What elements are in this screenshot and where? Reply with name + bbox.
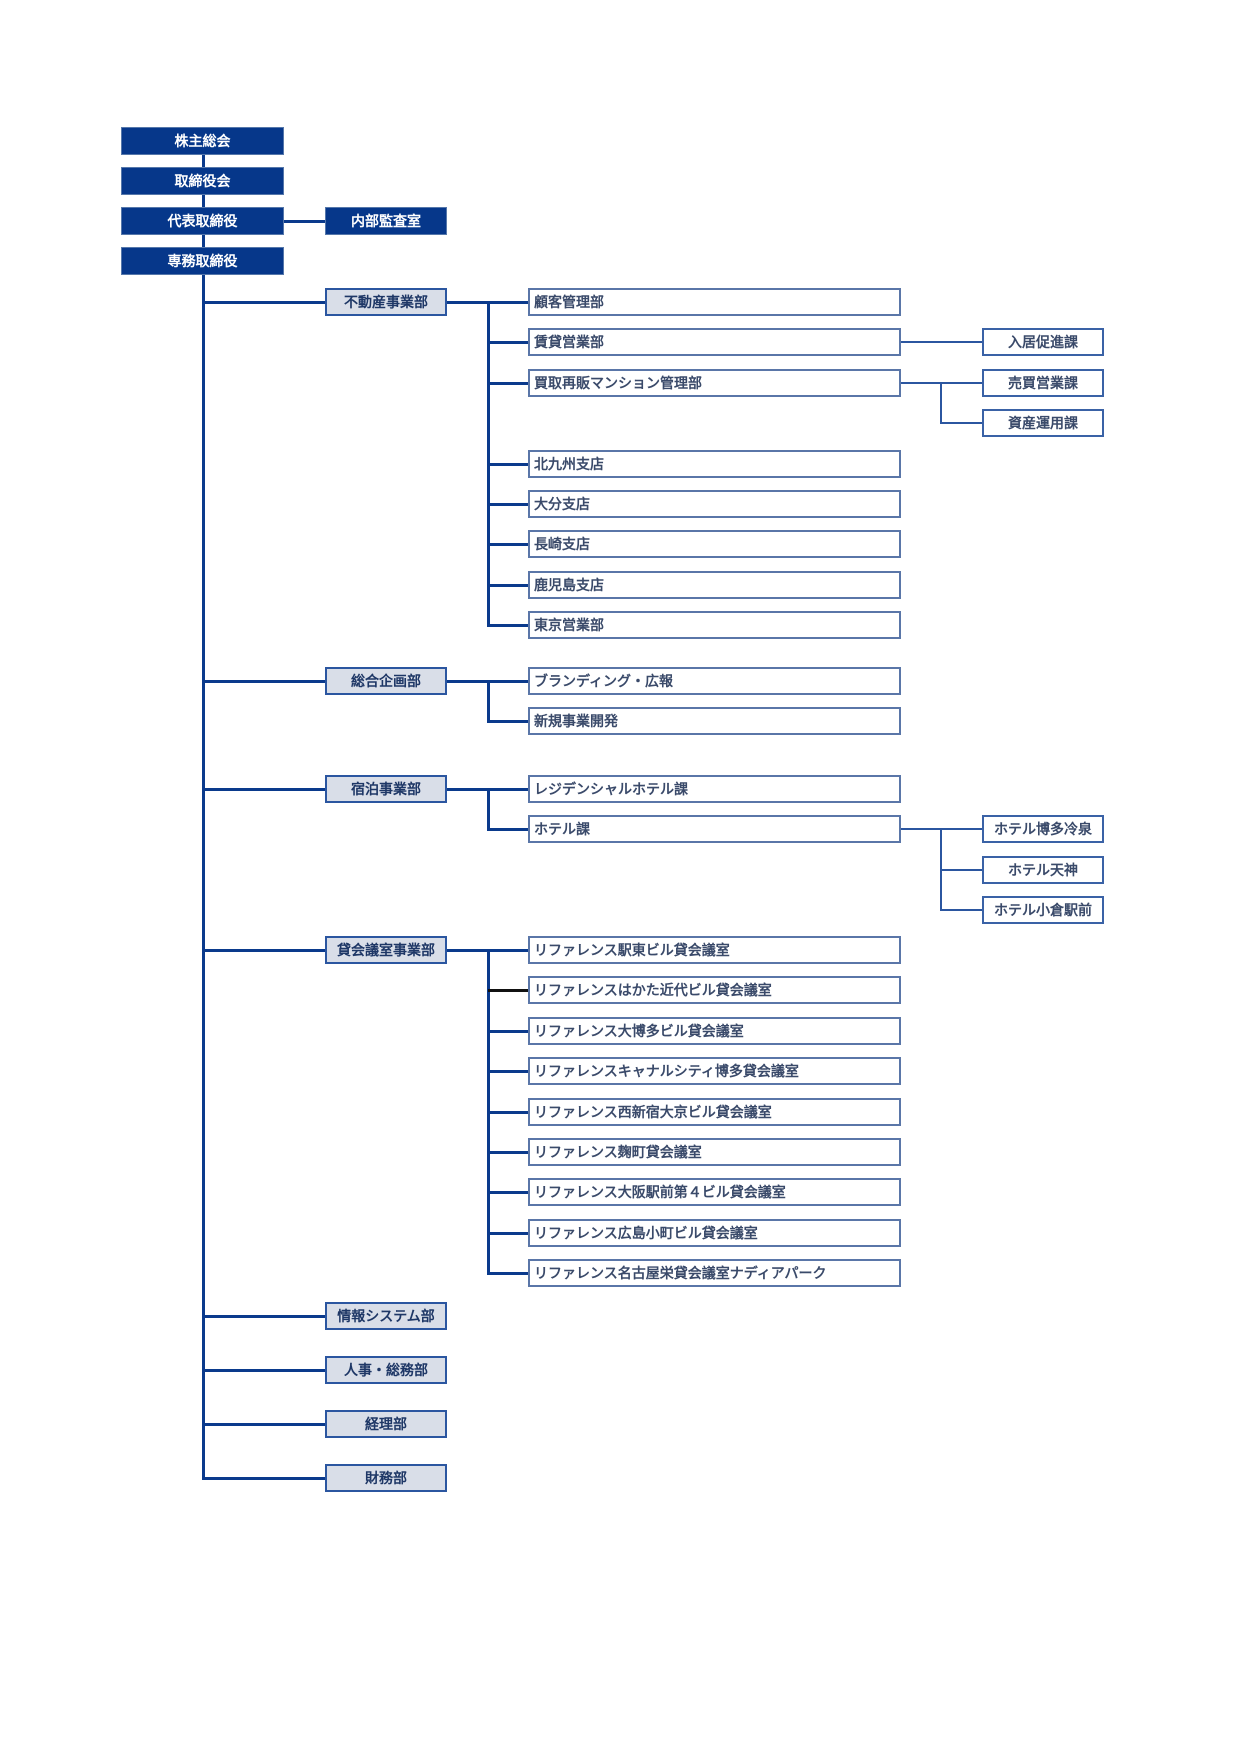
department-box: 経理部 [325, 1410, 447, 1438]
unit-box: リファレンス大阪駅前第４ビル貸会議室 [528, 1178, 901, 1207]
department-box: 財務部 [325, 1464, 447, 1492]
department-box: 貸会議室事業部 [325, 936, 447, 964]
connector-line [488, 989, 528, 993]
section-box: 資産運用課 [982, 409, 1104, 438]
connector-line [488, 301, 528, 304]
unit-box: リファレンス大博多ビル貸会議室 [528, 1016, 901, 1045]
connector-line [488, 949, 528, 952]
connector-line [203, 1477, 325, 1480]
connector-line [488, 828, 528, 832]
connector-line [203, 680, 325, 683]
connector-line [447, 788, 488, 791]
executive-box: 専務取締役 [121, 247, 284, 275]
connector-line [488, 1272, 528, 1276]
connector-line [284, 220, 325, 223]
unit-box: 長崎支店 [528, 530, 901, 559]
unit-box: ブランディング・広報 [528, 667, 901, 695]
connector-line [940, 382, 942, 425]
connector-line [941, 909, 982, 912]
connector-line [203, 788, 325, 791]
connector-line [488, 624, 528, 628]
unit-box: リファレンス広島小町ビル貸会議室 [528, 1218, 901, 1247]
connector-line [488, 1110, 528, 1114]
connector-line [487, 950, 490, 1276]
connector-line [447, 301, 488, 304]
connector-line [487, 789, 490, 832]
unit-box: リファレンス名古屋栄貸会議室ナディアパーク [528, 1259, 901, 1288]
section-box: 入居促進課 [982, 328, 1104, 357]
unit-box: 東京営業部 [528, 611, 901, 640]
connector-line [203, 1315, 325, 1318]
connector-line [488, 1029, 528, 1033]
connector-line [202, 141, 205, 1480]
department-box: 不動産事業部 [325, 288, 447, 316]
connector-line [488, 381, 528, 385]
unit-box: 鹿児島支店 [528, 570, 901, 599]
department-box: 宿泊事業部 [325, 775, 447, 803]
unit-box: 北九州支店 [528, 449, 901, 478]
connector-line [488, 1070, 528, 1074]
section-box: 売買営業課 [982, 368, 1104, 397]
connector-line [488, 1231, 528, 1235]
connector-line [488, 543, 528, 547]
executive-box: 代表取締役 [121, 207, 284, 235]
connector-line [488, 720, 528, 724]
department-box: 総合企画部 [325, 667, 447, 695]
unit-box: 新規事業開発 [528, 707, 901, 736]
unit-box: リファレンスキャナルシティ博多貸会議室 [528, 1057, 901, 1086]
executive-box: 取締役会 [121, 167, 284, 195]
executive-box: 株主総会 [121, 127, 284, 155]
connector-line [940, 829, 942, 912]
unit-box: リファレンス麹町貸会議室 [528, 1138, 901, 1166]
unit-box: リファレンスはかた近代ビル貸会議室 [528, 976, 901, 1005]
connector-line [203, 1423, 325, 1426]
connector-line [488, 1191, 528, 1195]
connector-line [447, 949, 488, 952]
unit-box: 大分支店 [528, 490, 901, 518]
unit-box: ホテル課 [528, 815, 901, 844]
connector-line [488, 583, 528, 587]
connector-line [488, 680, 528, 683]
connector-line [447, 680, 488, 683]
connector-line [901, 341, 982, 344]
unit-box: リファレンス西新宿大京ビル貸会議室 [528, 1097, 901, 1126]
audit-office-box: 内部監査室 [325, 207, 447, 235]
department-box: 人事・総務部 [325, 1356, 447, 1384]
connector-line [203, 301, 325, 304]
connector-line [488, 462, 528, 466]
section-box: ホテル小倉駅前 [982, 896, 1104, 925]
unit-box: レジデンシャルホテル課 [528, 775, 901, 803]
connector-line [488, 503, 528, 506]
connector-line [203, 949, 325, 952]
connector-line [488, 341, 528, 345]
connector-line [488, 788, 528, 791]
unit-box: 顧客管理部 [528, 288, 901, 316]
connector-line [941, 868, 982, 871]
section-box: ホテル博多冷泉 [982, 815, 1104, 844]
unit-box: 買取再販マンション管理部 [528, 368, 901, 397]
unit-box: リファレンス駅東ビル貸会議室 [528, 936, 901, 964]
unit-box: 賃貸営業部 [528, 328, 901, 357]
department-box: 情報システム部 [325, 1302, 447, 1330]
connector-line [488, 1151, 528, 1154]
connector-line [487, 681, 490, 724]
connector-line [487, 302, 490, 628]
section-box: ホテル天神 [982, 855, 1104, 884]
connector-line [941, 422, 982, 425]
connector-line [203, 1369, 325, 1372]
